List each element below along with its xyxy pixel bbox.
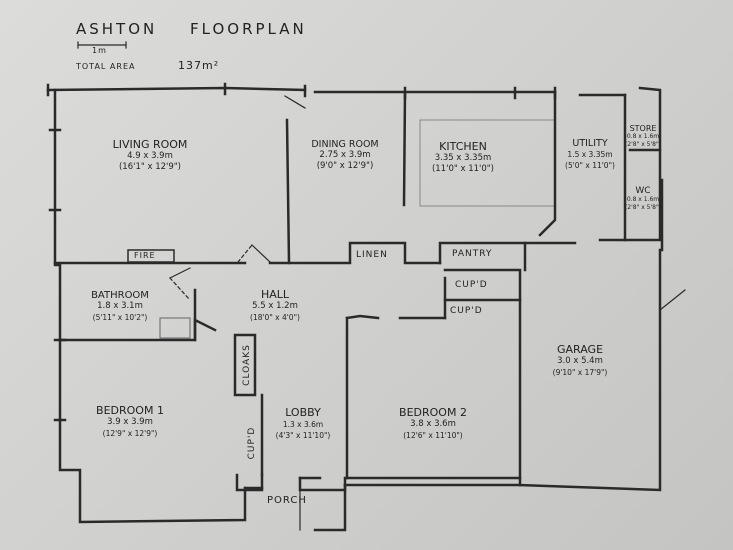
room-imperial: (4'3" x 11'10") <box>275 431 331 440</box>
room-metric: 0.8 x 1.6m <box>626 196 660 203</box>
room-name: BEDROOM 2 <box>399 406 467 419</box>
room-wc: WC 0.8 x 1.6m (2'8" x 5'8") <box>624 186 662 212</box>
room-name: GARAGE <box>556 343 604 356</box>
room-dining: DINING ROOM 2.75 x 3.9m (9'0" x 12'9") <box>295 139 395 172</box>
top-wall <box>46 86 307 92</box>
room-bedroom1: BEDROOM 1 3.9 x 3.9m (12'9" x 12'9") <box>80 404 180 439</box>
room-imperial: (2'8" x 5'8") <box>624 204 662 211</box>
pantry-label: PANTRY <box>452 249 493 259</box>
room-metric: 0.8 x 1.6m <box>626 133 660 140</box>
room-metric: 3.0 x 5.4m <box>557 356 603 366</box>
room-living: LIVING ROOM 4.9 x 3.9m (16'1" x 12'9") <box>95 138 205 173</box>
room-metric: 4.9 x 3.9m <box>127 151 173 161</box>
total-area-value: 137m² <box>178 59 220 72</box>
room-name: LIVING ROOM <box>112 138 188 151</box>
room-store: STORE 0.8 x 1.6m (2'8" x 5'8") <box>624 124 662 149</box>
room-imperial: (9'0" x 12'9") <box>316 161 374 171</box>
room-metric: 1.5 x 3.35m <box>567 150 613 159</box>
fire-label: FIRE <box>134 251 156 260</box>
room-metric: 3.9 x 3.9m <box>107 417 153 427</box>
room-name: BATHROOM <box>91 290 149 301</box>
scale-bar <box>77 41 127 49</box>
room-imperial: (12'6" x 11'10") <box>403 431 463 440</box>
room-imperial: (9'10" x 17'9") <box>552 368 608 377</box>
room-lobby: LOBBY 1.3 x 3.6m (4'3" x 11'10") <box>268 406 338 441</box>
room-imperial: (5'11" x 10'2") <box>92 313 148 322</box>
total-area-label: TOTAL AREA <box>76 62 136 71</box>
room-kitchen: KITCHEN 3.35 x 3.35m (11'0" x 11'0") <box>418 140 508 175</box>
room-bathroom: BATHROOM 1.8 x 3.1m (5'11" x 10'2") <box>78 290 162 323</box>
room-metric: 5.5 x 1.2m <box>252 301 298 311</box>
room-metric: 2.75 x 3.9m <box>319 150 371 160</box>
linen-label: LINEN <box>356 250 388 260</box>
room-name: HALL <box>260 288 290 301</box>
room-name: DINING ROOM <box>311 139 379 150</box>
room-imperial: (18'0" x 4'0") <box>250 313 300 322</box>
plan-title-ashton: ASHTON <box>76 20 158 38</box>
room-metric: 3.8 x 3.6m <box>410 419 456 429</box>
room-name: BEDROOM 1 <box>96 404 164 417</box>
cloaks-label: CLOAKS <box>242 344 252 386</box>
room-metric: 3.35 x 3.35m <box>434 153 492 163</box>
room-garage: GARAGE 3.0 x 5.4m (9'10" x 17'9") <box>540 343 620 378</box>
cupd-label-2: CUP'D <box>450 306 483 316</box>
room-bedroom2: BEDROOM 2 3.8 x 3.6m (12'6" x 11'10") <box>378 406 488 441</box>
room-utility: UTILITY 1.5 x 3.35m (5'0" x 11'0") <box>556 138 624 171</box>
room-name: LOBBY <box>285 406 321 419</box>
room-name: STORE <box>629 124 657 133</box>
cupd-label-1: CUP'D <box>455 280 488 290</box>
room-metric: 1.3 x 3.6m <box>282 420 324 429</box>
left-wall <box>53 88 247 524</box>
room-imperial: (12'9" x 12'9") <box>102 429 158 438</box>
room-imperial: (16'1" x 12'9") <box>118 162 181 172</box>
room-imperial: (2'8" x 5'8") <box>624 141 662 148</box>
room-hall: HALL 5.5 x 1.2m (18'0" x 4'0") <box>230 288 320 323</box>
room-imperial: (5'0" x 11'0") <box>565 161 615 170</box>
plan-title-floorplan: FLOORPLAN <box>190 20 307 38</box>
room-metric: 1.8 x 3.1m <box>97 301 143 311</box>
room-name: WC <box>635 186 651 196</box>
room-name: KITCHEN <box>439 140 487 153</box>
porch-label: PORCH <box>267 495 307 506</box>
scale-label: 1m <box>92 46 107 55</box>
room-imperial: (11'0" x 11'0") <box>431 164 494 174</box>
cupd-label-3: CUP'D <box>247 426 257 460</box>
room-name: UTILITY <box>572 138 608 149</box>
